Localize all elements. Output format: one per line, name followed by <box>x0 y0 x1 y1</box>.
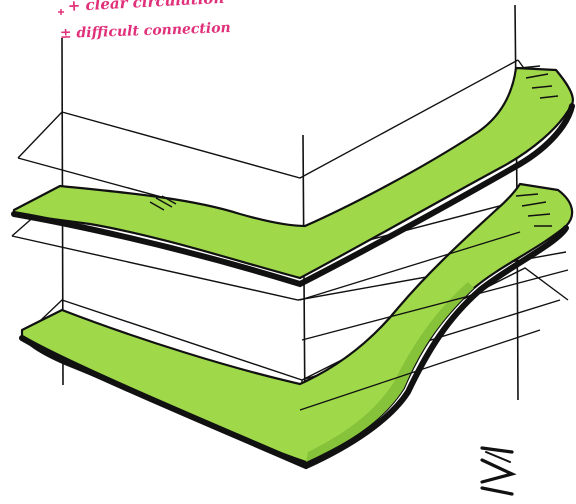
column-center <box>303 135 305 420</box>
annotation-block: + clear circulation ± difficult connecti… <box>60 0 231 42</box>
annotation-line-1: + clear circulation <box>67 0 224 15</box>
annotation-marks <box>58 9 64 15</box>
zigzag-logo-icon <box>482 448 512 494</box>
annotation-line-2: ± difficult connection <box>60 20 231 42</box>
